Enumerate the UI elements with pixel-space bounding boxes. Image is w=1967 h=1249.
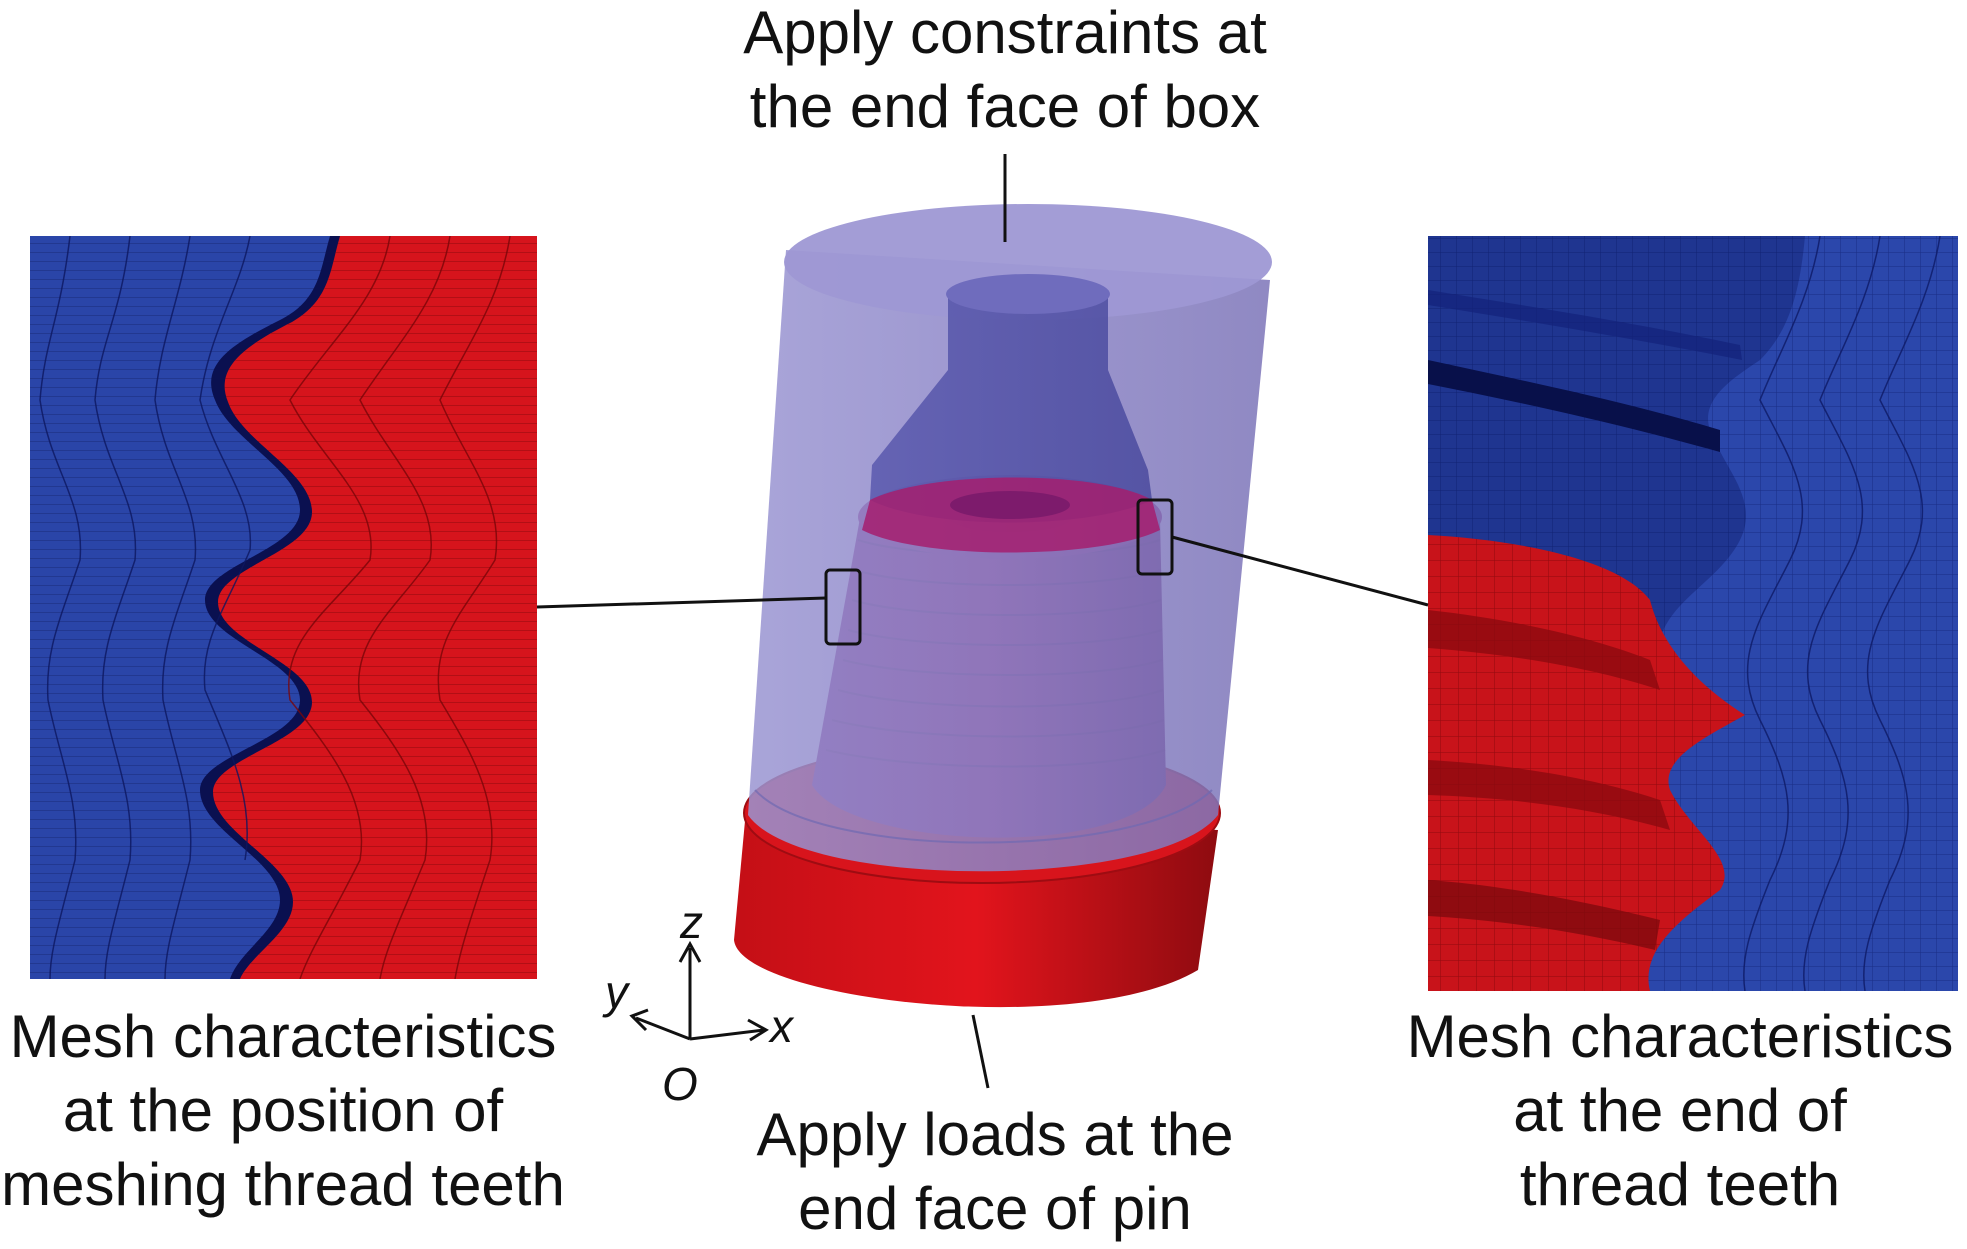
- caption-right-line2: at the end of: [1513, 1077, 1847, 1144]
- caption-right-line3: thread teeth: [1519, 1151, 1841, 1218]
- zoom-box-left: [824, 568, 862, 646]
- caption-constraints: Apply constraints at the end face of box: [700, 0, 1310, 144]
- coordinate-axes: [629, 940, 769, 1042]
- box-neck: [870, 292, 1152, 523]
- leader-lines: [536, 154, 1429, 1089]
- left-inset-mesh: [30, 236, 537, 979]
- axis-z-label: z: [679, 896, 703, 948]
- caption-loads-line1: Apply loads at the: [756, 1101, 1234, 1168]
- caption-mesh-thread-end: Mesh characteristics at the end of threa…: [1395, 1000, 1965, 1222]
- right-inset-mesh: [1428, 236, 1958, 991]
- caption-loads-line2: end face of pin: [798, 1175, 1192, 1242]
- caption-left-line2: at the position of: [62, 1077, 504, 1144]
- caption-constraints-line2: the end face of box: [749, 73, 1261, 140]
- caption-right-line1: Mesh characteristics: [1406, 1003, 1954, 1070]
- pin-box-model: [734, 204, 1272, 1008]
- axis-y-label: y: [602, 966, 631, 1018]
- box-translucent-shell: [748, 250, 1270, 872]
- caption-constraints-line1: Apply constraints at: [743, 0, 1267, 66]
- caption-left-line1: Mesh characteristics: [9, 1003, 557, 1070]
- axis-x-label: x: [768, 1000, 795, 1052]
- caption-mesh-meshing-teeth: Mesh characteristics at the position of …: [0, 1000, 566, 1222]
- caption-loads: Apply loads at the end face of pin: [715, 1098, 1275, 1246]
- axis-origin-label: O: [662, 1058, 698, 1110]
- caption-left-line3: meshing thread teeth: [1, 1151, 565, 1218]
